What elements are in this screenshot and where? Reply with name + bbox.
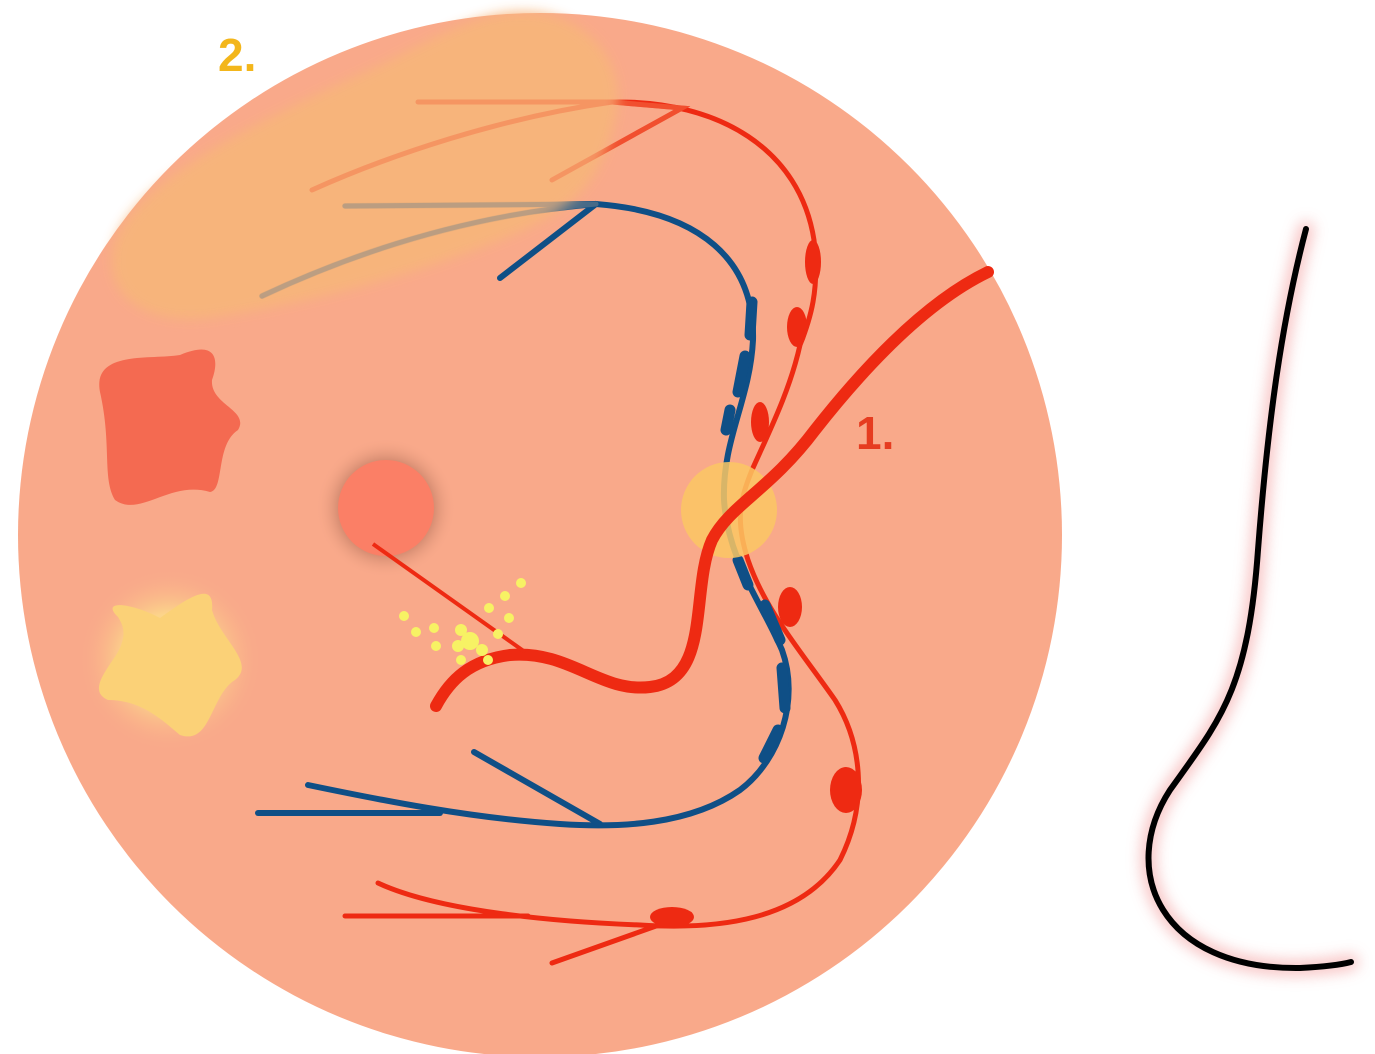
orange-spot — [338, 460, 434, 556]
profile-curve-glow — [1149, 229, 1351, 968]
marker-label-2: 2. — [218, 29, 256, 81]
marker-label-1: 1. — [856, 407, 894, 459]
